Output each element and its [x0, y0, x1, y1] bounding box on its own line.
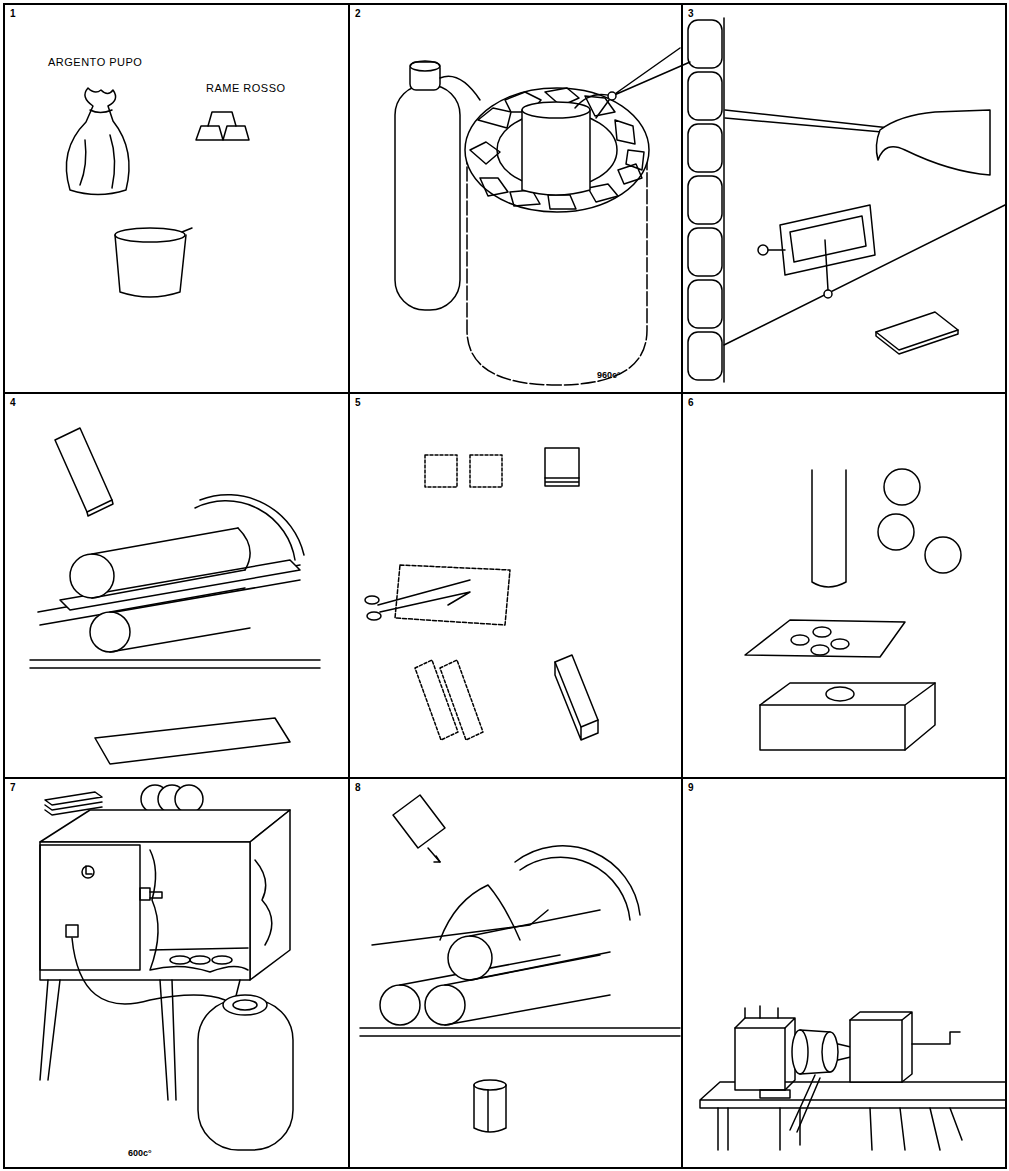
silver-sack — [66, 88, 129, 195]
melting-furnace — [465, 88, 649, 385]
cut-strips — [415, 655, 598, 740]
annotation-label: RAME ROSSO — [206, 82, 286, 94]
blanks — [878, 469, 961, 573]
step-number: 9 — [688, 782, 694, 793]
step-panel: 4 — [3, 392, 350, 779]
crucible — [115, 228, 192, 297]
rolling-mill — [30, 495, 320, 668]
step-panel: 5 — [348, 392, 683, 779]
step-number: 8 — [355, 782, 361, 793]
copper-ingots — [196, 112, 249, 140]
step-number: 1 — [10, 8, 16, 19]
step-number: 2 — [355, 8, 361, 19]
bending-rolls — [360, 846, 680, 1036]
step-panel: 6 — [681, 392, 1007, 779]
annotation-label: 960c° — [597, 370, 621, 380]
punch — [812, 470, 846, 587]
ingot-mould — [724, 205, 1005, 345]
annotation-label: ARGENTO PUPO — [48, 56, 142, 68]
gas-cylinder — [198, 995, 293, 1150]
step-number: 6 — [688, 397, 694, 408]
step-panel: 7 — [3, 777, 350, 1169]
step-panel: 3 — [681, 3, 1007, 394]
brick-wall — [688, 18, 724, 382]
bent-tube — [474, 1080, 506, 1132]
sheet-blank — [393, 795, 445, 862]
punched-sheet — [745, 620, 905, 657]
cut-squares — [425, 448, 579, 487]
die-block — [760, 683, 935, 750]
annotation-label: 600c° — [128, 1148, 152, 1158]
lathe — [700, 1006, 1005, 1150]
step-number: 5 — [355, 397, 361, 408]
step-panel: 9 — [681, 777, 1007, 1169]
ingot-plate — [55, 428, 113, 516]
ingot — [876, 312, 958, 354]
tongs — [575, 48, 690, 118]
step-number: 7 — [10, 782, 16, 793]
shears — [365, 565, 510, 625]
step-number: 4 — [10, 397, 16, 408]
pouring-crucible — [725, 110, 990, 175]
step-number: 3 — [688, 8, 694, 19]
step-panel: 8 — [348, 777, 683, 1169]
rolled-sheet — [95, 718, 290, 764]
step-panel: 2 — [348, 3, 683, 394]
